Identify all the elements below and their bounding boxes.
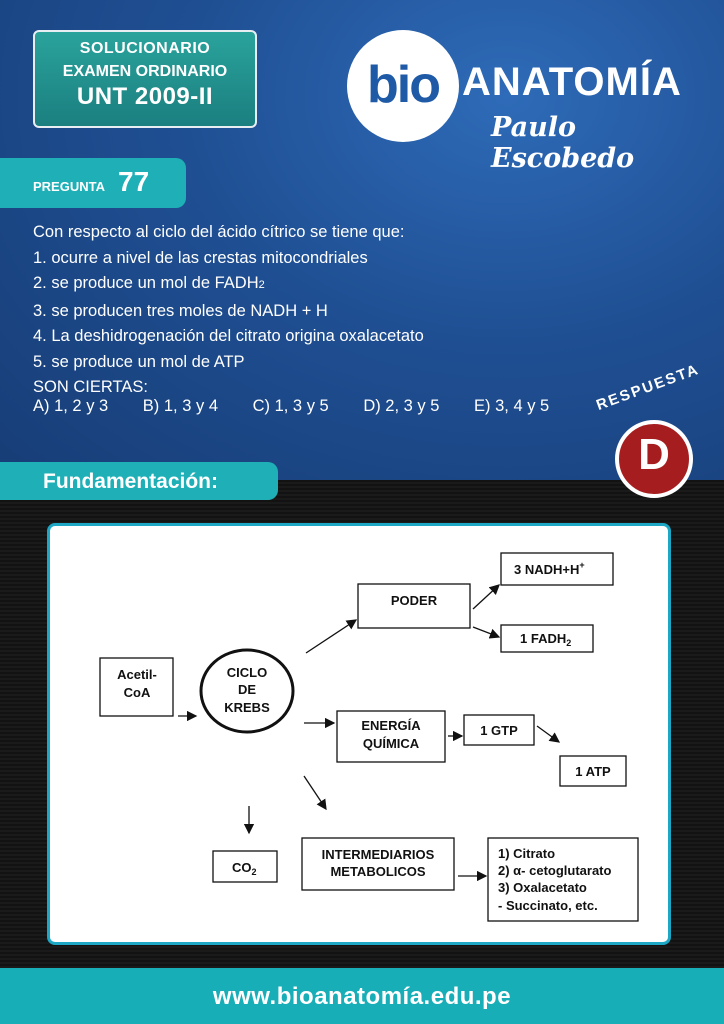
arrow-krebs-to-intermediarios — [303, 775, 327, 811]
fadh-subscript: 2 — [566, 638, 571, 648]
intermediarios-list-box — [487, 837, 639, 922]
question-item-2-text: 2. se produce un mol de FADH — [33, 274, 259, 292]
gtp-box — [463, 714, 535, 746]
poder-label: PODER — [391, 593, 438, 608]
option-a: A) 1, 2 y 3 — [33, 397, 109, 415]
logo-bio-text: bio — [367, 56, 441, 114]
arrow-poder-to-nadh — [472, 584, 500, 610]
answer-badge — [615, 420, 693, 498]
question-tab — [0, 158, 186, 208]
option-e: E) 3, 4 y 5 — [474, 397, 550, 415]
question-intro: Con respecto al ciclo del ácido cítrico … — [33, 223, 405, 241]
exam-title-line-3: UNT 2009-II — [76, 83, 214, 110]
gtp-label: 1 GTP — [480, 723, 518, 738]
co2-box — [212, 850, 278, 883]
footer-url[interactable]: www.bioanatomía.edu.pe — [212, 983, 512, 1010]
option-b: B) 1, 3 y 4 — [142, 397, 218, 415]
fadh-text: 1 FADH — [520, 631, 566, 646]
logo-circle — [347, 30, 459, 142]
fundamentacion-tab — [0, 462, 278, 500]
diagram-panel: Acetil- CoA CICLO DE KREBS PODER 3 NADH+… — [47, 523, 671, 945]
option-d: D) 2, 3 y 5 — [363, 397, 440, 415]
fadh-box — [500, 624, 594, 653]
co2-subscript: 2 — [252, 867, 257, 877]
co2-text: CO — [232, 860, 252, 875]
question-item-1: 1. ocurre a nivel de las crestas mitocon… — [33, 248, 368, 267]
intermediarios-label-1: INTERMEDIARIOS — [322, 847, 435, 862]
intermediarios-box — [301, 837, 455, 891]
arrow-krebs-to-poder — [305, 619, 358, 654]
energia-quimica-box — [336, 710, 446, 763]
nadh-label: 3 NADH+H+ — [514, 560, 585, 577]
poder-box — [357, 583, 471, 629]
nadh-superscript: + — [579, 560, 584, 570]
list-item-1: 1) Citrato — [498, 846, 555, 861]
option-c: C) 1, 3 y 5 — [252, 397, 329, 415]
energia-label-2: QUÍMICA — [363, 736, 420, 751]
krebs-cycle-circle — [199, 648, 295, 734]
question-item-4: 4. La deshidrogenación del citrato origi… — [33, 327, 424, 345]
nadh-box — [500, 552, 614, 586]
krebs-label-2: DE — [238, 682, 256, 697]
arrow-gtp-to-atp — [536, 725, 561, 743]
logo-anatomia-text: ANATOMÍA — [462, 60, 682, 104]
list-item-4: - Succinato, etc. — [498, 898, 598, 913]
krebs-label-3: KREBS — [224, 700, 270, 715]
question-item-5: 5. se produce un mol de ATP — [33, 352, 245, 371]
atp-label: 1 ATP — [575, 764, 611, 779]
logo-author-signature: Paulo Escobedo — [491, 112, 635, 174]
acetil-coa-box — [99, 657, 174, 717]
question-son-ciertas: SON CIERTAS: — [33, 378, 148, 396]
question-item-2-subscript: 2 — [258, 279, 265, 291]
exam-title-line-2: EXAMEN ORDINARIO — [62, 63, 228, 80]
answer-options: A) 1, 2 y 3 B) 1, 3 y 4 C) 1, 3 y 5 D) 2… — [33, 397, 579, 416]
question-item-2: 2. se produce un mol de FADH2 — [33, 271, 424, 299]
atp-box — [559, 755, 627, 787]
acetil-label-1: Acetil- — [117, 667, 157, 682]
list-item-3: 3) Oxalacetato — [498, 880, 587, 895]
arrow-poder-to-fadh — [472, 626, 501, 639]
footer-bar — [0, 968, 724, 1024]
exam-title-line-1: SOLUCIONARIO — [79, 40, 211, 57]
answer-letter: D — [638, 430, 670, 479]
intermediarios-label-2: METABOLICOS — [330, 864, 425, 879]
krebs-label-1: CICLO — [227, 665, 267, 680]
fadh-label: 1 FADH2 — [520, 631, 571, 648]
fundamentacion-label: Fundamentación: — [43, 470, 219, 493]
krebs-diagram: Acetil- CoA CICLO DE KREBS PODER 3 NADH+… — [99, 552, 639, 922]
question-number: 77 — [118, 166, 150, 197]
energia-label-1: ENERGÍA — [361, 718, 421, 733]
question-label: PREGUNTA — [33, 179, 105, 194]
acetil-label-2: CoA — [124, 685, 151, 700]
list-item-2: 2) α- cetoglutarato — [498, 863, 612, 878]
co2-label: CO2 — [232, 860, 257, 877]
question-text: Con respecto al ciclo del ácido cítrico … — [33, 220, 424, 401]
question-item-3: 3. se producen tres moles de NADH + H — [33, 301, 328, 320]
nadh-text: 3 NADH+H — [514, 562, 579, 577]
exam-title-box: SOLUCIONARIO EXAMEN ORDINARIO UNT 2009-I… — [33, 30, 257, 128]
